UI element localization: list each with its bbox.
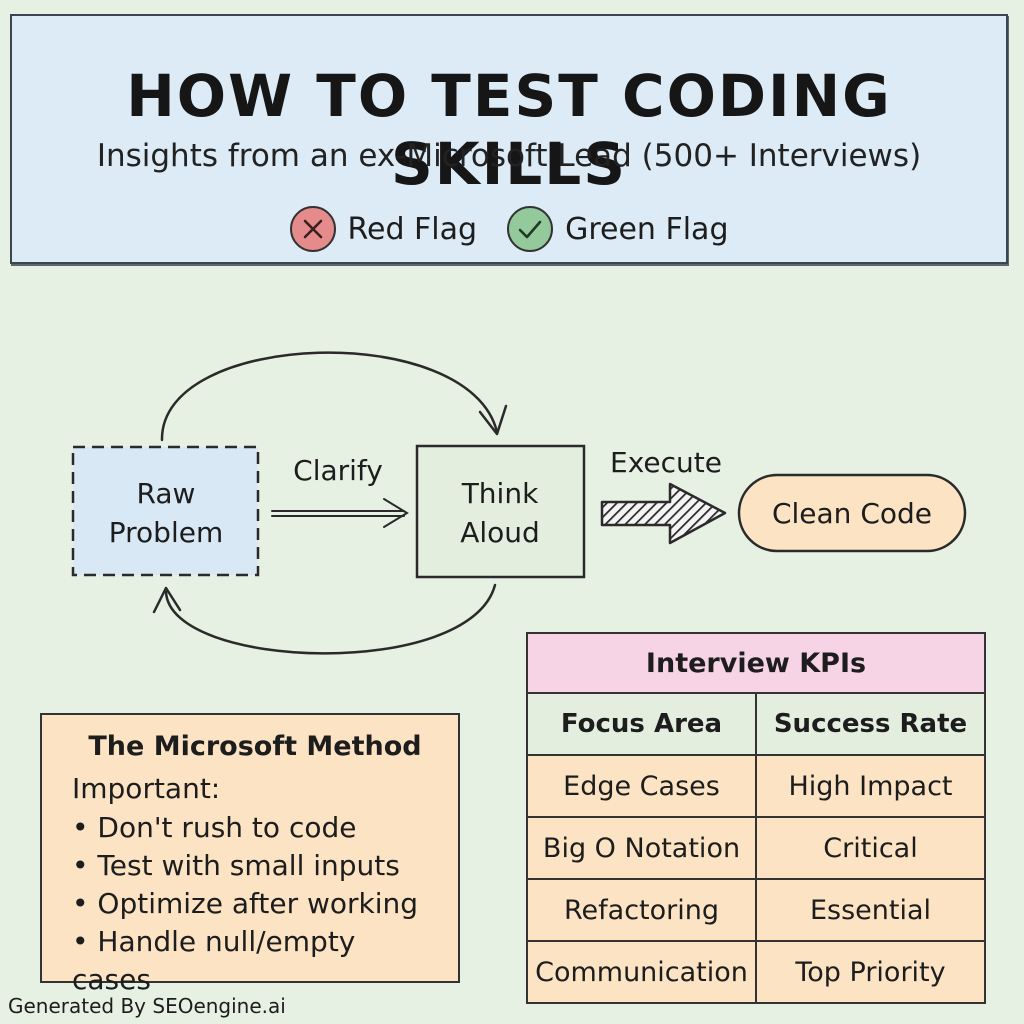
- page-subtitle: Insights from an ex-Microsoft Lead (500+…: [96, 138, 922, 174]
- kpi-success-rate: Top Priority: [795, 956, 946, 988]
- method-title: The Microsoft Method: [88, 731, 422, 762]
- check-icon: [507, 206, 554, 252]
- kpi-focus-area: Edge Cases: [528, 756, 757, 816]
- method-subtitle: Important:: [72, 772, 221, 805]
- list-item: Don't rush to code: [72, 809, 438, 847]
- legend-item-red-flag: Red Flag: [289, 206, 478, 252]
- x-icon: [289, 206, 336, 252]
- clean-code-label: Clean Code: [772, 497, 932, 530]
- legend: Red Flag Green Flag: [12, 206, 1006, 252]
- loop-arrow-bottom-head: [152, 586, 182, 614]
- kpi-focus-area: Communication: [528, 942, 757, 1002]
- footer-credit: Generated By SEOengine.ai: [8, 994, 286, 1018]
- raw-problem-label-line1: Raw: [137, 477, 196, 510]
- table-row: Communication Top Priority: [528, 942, 984, 1002]
- kpi-table-title: Interview KPIs: [528, 634, 984, 694]
- loop-arrow-top: [160, 351, 499, 442]
- raw-problem-label-line2: Problem: [109, 516, 223, 549]
- clarify-arrow: [271, 498, 409, 528]
- page-title: HOW TO TEST CODING SKILLS: [126, 62, 892, 198]
- raw-problem-box: [71, 445, 260, 577]
- list-item: Handle null/empty cases: [72, 923, 438, 999]
- loop-arrow-top-head: [478, 404, 508, 436]
- list-item: Test with small inputs: [72, 847, 438, 885]
- legend-item-green-flag: Green Flag: [507, 206, 728, 252]
- clarify-label: Clarify: [293, 454, 383, 487]
- think-aloud-label-line2: Aloud: [460, 516, 540, 549]
- table-row: Big O Notation Critical: [528, 818, 984, 880]
- header-box: HOW TO TEST CODING SKILLS Insights from …: [10, 14, 1008, 264]
- table-row: Edge Cases High Impact: [528, 756, 984, 818]
- table-row: Refactoring Essential: [528, 880, 984, 942]
- think-aloud-label-line1: Think: [461, 477, 539, 510]
- kpi-header-row: Focus Area Success Rate: [528, 694, 984, 756]
- execute-arrow: [600, 482, 727, 545]
- kpi-success-rate: Critical: [823, 832, 918, 864]
- method-box: The Microsoft Method Important: Don't ru…: [40, 713, 460, 996]
- clean-code-pill: [737, 473, 967, 553]
- kpi-success-rate: High Impact: [788, 770, 953, 802]
- legend-label-red-flag: Red Flag: [347, 211, 478, 247]
- kpi-column-header: Success Rate: [773, 709, 968, 739]
- method-list: Don't rush to code Test with small input…: [72, 809, 438, 999]
- kpi-focus-area: Big O Notation: [528, 818, 757, 878]
- list-item: Optimize after working: [72, 885, 438, 923]
- kpi-column-header: Focus Area: [528, 694, 757, 754]
- think-aloud-box: [415, 444, 586, 579]
- kpi-table: Interview KPIs Focus Area Success Rate E…: [526, 632, 986, 1004]
- legend-label-green-flag: Green Flag: [565, 211, 729, 247]
- kpi-focus-area: Refactoring: [528, 880, 757, 940]
- loop-arrow-bottom: [164, 583, 497, 655]
- kpi-success-rate: Essential: [809, 894, 932, 926]
- execute-label: Execute: [610, 446, 722, 479]
